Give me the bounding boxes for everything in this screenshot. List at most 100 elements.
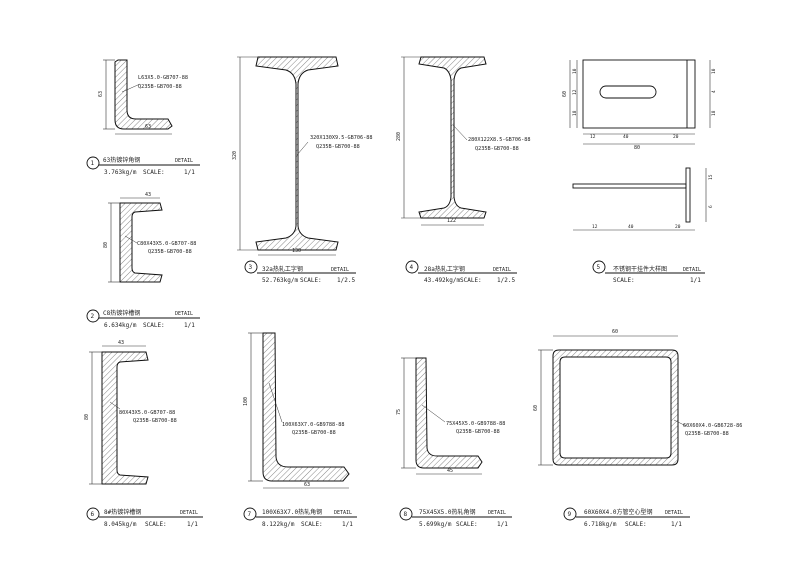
dim-t-height: 15 (708, 174, 714, 180)
dim-bottom: 18 (572, 110, 578, 116)
detail-tag: DETAIL (334, 510, 352, 516)
scale-label: SCALE: (143, 169, 165, 176)
weight: 8.122kg/m (262, 521, 295, 528)
scale-label: SCALE: (145, 521, 167, 528)
spec-line-2: Q235B-GB700-88 (316, 144, 360, 150)
angle-section-7 (262, 332, 350, 482)
dim-height: 80 (84, 414, 90, 420)
drawing-2: 43 80 C80X43X5.0-GB707-88 Q235B-GB700-88… (86, 192, 200, 329)
detail-number: 4 (410, 264, 414, 271)
spec-line-2: Q235B-GB700-88 (685, 431, 729, 437)
dim-slot: 40 (623, 134, 629, 140)
scale-label: SCALE: (301, 521, 323, 528)
detail-title: 28a热轧工字钢 (424, 265, 465, 273)
weight: 8.045kg/m (104, 521, 137, 528)
dim-plate-width: 80 (634, 145, 640, 151)
spec-line-2: Q235B-GB700-88 (456, 429, 500, 435)
drawing-9: 60 60 60X60X4.0-GB6728-86 Q235B-GB700-88… (533, 329, 742, 528)
detail-tag: DETAIL (683, 267, 701, 273)
detail-number: 6 (91, 511, 95, 518)
dim-width: 63 (304, 482, 310, 488)
dim-width: 122 (447, 218, 456, 224)
detail-number: 3 (249, 264, 253, 271)
dim-height: 100 (243, 397, 249, 406)
detail-tag: DETAIL (331, 267, 349, 273)
dim-width: 43 (145, 192, 151, 198)
channel-section-6 (101, 351, 149, 485)
spec-line-2: Q235B-GB700-88 (475, 146, 519, 152)
scale-value: 1/2.5 (337, 277, 355, 284)
dim-width: 45 (447, 468, 453, 474)
bracket-tee-flange (572, 183, 687, 189)
spec-line-1: 60X60X4.0-GB6728-86 (683, 423, 742, 429)
scale-value: 1/1 (671, 521, 682, 528)
spec-line-1: L63X5.0-GB707-88 (138, 75, 188, 81)
drawing-3: 320 130 320X130X9.5-GB706-88 Q235B-GB700… (232, 56, 372, 284)
dim-right: 20 (673, 134, 679, 140)
drawing-4: 280 122 280X122X8.5-GB706-88 Q235B-GB700… (396, 56, 530, 284)
spec-line-1: 75X45X5.0-GB9788-88 (446, 421, 505, 427)
bracket-slot (599, 85, 657, 99)
scale-value: 1/2.5 (497, 277, 515, 284)
dim-plate-height: 60 (562, 91, 568, 97)
scale-label: SCALE: (625, 521, 647, 528)
scale-label: SCALE: (143, 322, 165, 329)
detail-number: 5 (597, 264, 601, 271)
ibeam-section-3 (255, 56, 339, 251)
scale-label: SCALE: (456, 521, 478, 528)
detail-tag: DETAIL (488, 510, 506, 516)
dim-thick: 4 (711, 90, 717, 93)
dim-height: 63 (98, 91, 104, 97)
scale-value: 1/1 (184, 169, 195, 176)
drawing-7: 100 63 100X63X7.0-GB9788-88 Q235B-GB700-… (243, 332, 357, 528)
scale-label: SCALE: (613, 277, 635, 284)
angle-section-1 (114, 59, 173, 130)
bracket-plate (582, 59, 696, 129)
bracket-tee-web (685, 167, 691, 223)
dim-height: 60 (533, 405, 539, 411)
dim-top: 10 (572, 68, 578, 74)
dim-width: 60 (612, 329, 618, 335)
scale-value: 1/1 (187, 521, 198, 528)
detail-title: 32a热轧工字钢 (262, 265, 303, 273)
detail-number: 7 (248, 511, 252, 518)
tube-section-9 (552, 349, 679, 466)
scale-value: 1/1 (690, 277, 701, 284)
spec-line-1: 280X122X8.5-GB706-88 (468, 137, 530, 143)
detail-title: 不锈钢干挂件大样图 (613, 265, 667, 273)
dim-t-left: 12 (592, 224, 598, 230)
dim-t-top: 6 (708, 205, 714, 208)
dim-left: 12 (590, 134, 596, 140)
dim-height: 75 (396, 409, 402, 415)
detail-tag: DETAIL (493, 267, 511, 273)
dim-width: 43 (118, 340, 124, 346)
spec-line-2: Q235B-GB700-88 (133, 418, 177, 424)
detail-title: C8热镀锌槽钢 (103, 309, 140, 317)
dim-right-top: 10 (711, 68, 717, 74)
dim-height: 320 (232, 151, 238, 160)
weight: 43.492kg/m (424, 277, 461, 284)
scale-label: SCALE: (460, 277, 482, 284)
spec-line-2: Q235B-GB700-88 (292, 430, 336, 436)
angle-section-8 (415, 357, 483, 469)
dim-width: 63 (145, 124, 151, 130)
detail-tag: DETAIL (175, 158, 193, 164)
drawing-8: 75 45 75X45X5.0-GB9788-88 Q235B-GB700-88… (396, 357, 512, 528)
scale-label: SCALE: (300, 277, 322, 284)
ibeam-section-4 (418, 56, 487, 219)
detail-number: 8 (404, 511, 408, 518)
dim-right-bottom: 18 (711, 110, 717, 116)
spec-line-1: 100X63X7.0-GB9788-88 (282, 422, 344, 428)
channel-section-2 (119, 202, 163, 283)
dim-t-right: 20 (675, 224, 681, 230)
dim-height: 280 (396, 132, 402, 141)
dim-width: 130 (292, 248, 301, 254)
detail-tag: DETAIL (175, 311, 193, 317)
detail-title: 63热镀锌角钢 (103, 156, 140, 164)
drawing-1: 63 63 L63X5.0-GB707-88 Q235B-GB700-88 1 … (86, 59, 200, 176)
spec-line-1: C80X43X5.0-GB707-88 (137, 241, 196, 247)
dim-mid: 12 (572, 89, 578, 95)
detail-title: 8#热镀锌槽钢 (104, 508, 141, 516)
detail-tag: DETAIL (180, 510, 198, 516)
